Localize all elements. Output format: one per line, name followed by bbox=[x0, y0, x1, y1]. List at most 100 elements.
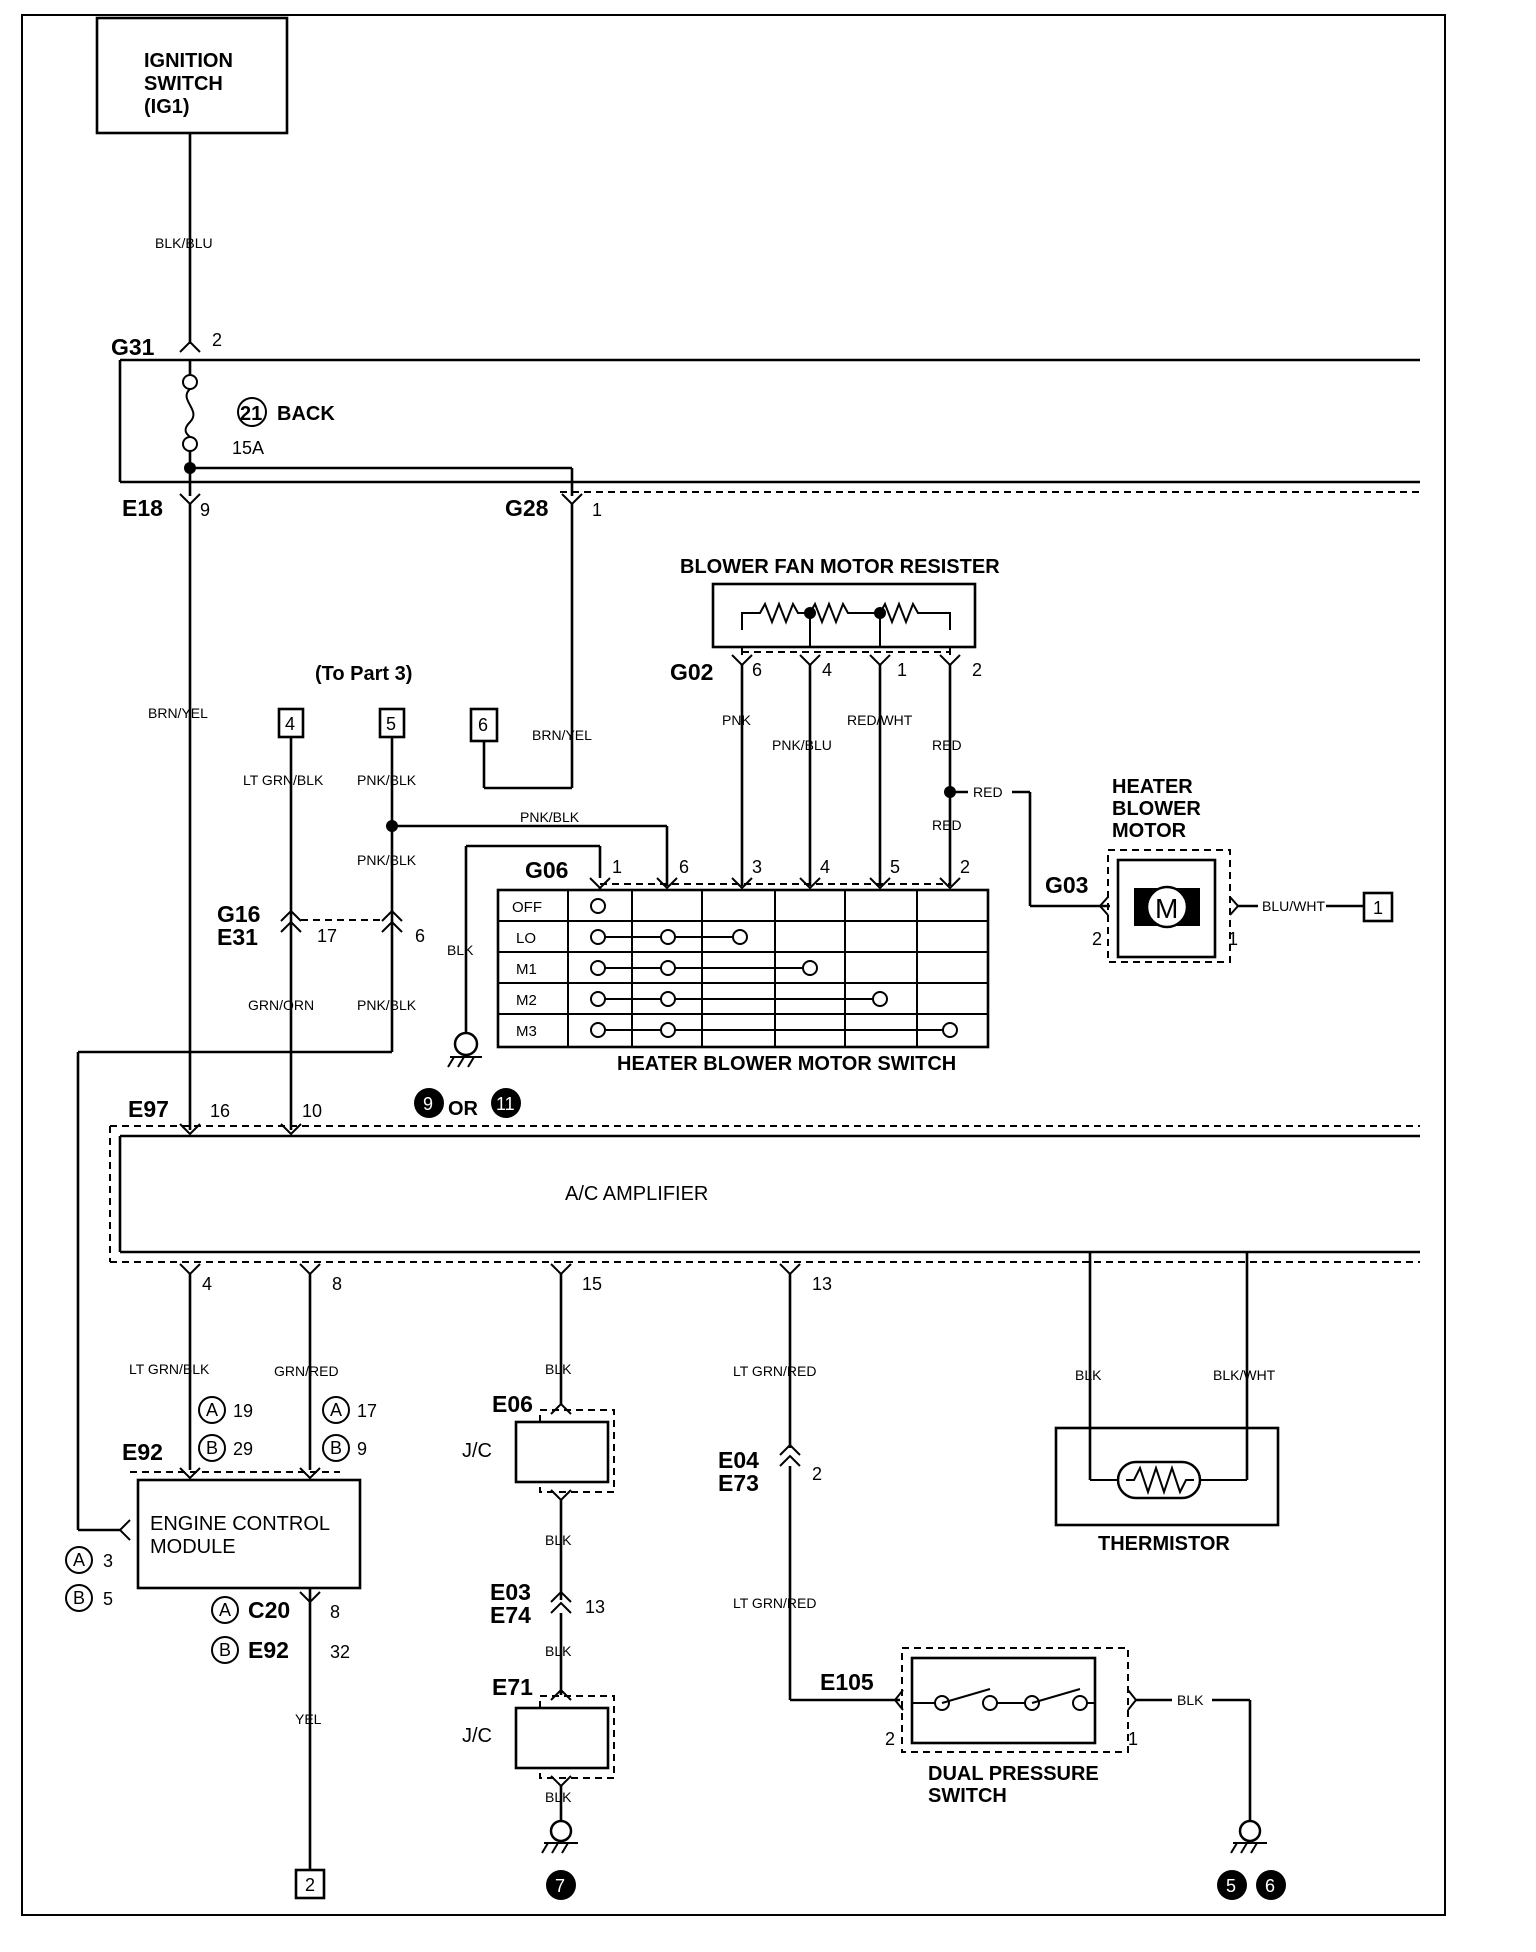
svg-text:2: 2 bbox=[972, 660, 982, 680]
terminal-2: 2 bbox=[294, 1868, 326, 1900]
svg-text:4: 4 bbox=[820, 857, 830, 877]
svg-text:LT GRN/BLK: LT GRN/BLK bbox=[243, 772, 324, 788]
terminal-4: 4 bbox=[277, 707, 305, 739]
svg-text:MOTOR: MOTOR bbox=[1112, 820, 1187, 842]
svg-text:J/C: J/C bbox=[462, 1440, 492, 1462]
connector-e04: E04 bbox=[718, 1447, 759, 1473]
svg-text:IGNITION: IGNITION bbox=[144, 50, 233, 72]
thermistor bbox=[1054, 1426, 1280, 1527]
fuse-number-circle bbox=[237, 397, 267, 427]
svg-text:RED: RED bbox=[973, 784, 1003, 800]
svg-text:4: 4 bbox=[202, 1274, 212, 1294]
svg-text:LT GRN/RED: LT GRN/RED bbox=[733, 1595, 817, 1611]
svg-text:5: 5 bbox=[103, 1589, 113, 1609]
svg-text:RED: RED bbox=[932, 817, 962, 833]
jc-upper bbox=[514, 1409, 615, 1493]
svg-text:B: B bbox=[219, 1640, 231, 1660]
svg-text:1: 1 bbox=[612, 857, 622, 877]
svg-text:SWITCH: SWITCH bbox=[144, 73, 223, 95]
svg-text:SWITCH: SWITCH bbox=[928, 1785, 1007, 1807]
switch-pos-m2: M2 bbox=[516, 992, 537, 1009]
ecm-pin-labels: A 19 B 29 A 17 B 9 bbox=[198, 1396, 377, 1462]
connector-e18: E18 bbox=[122, 495, 163, 521]
svg-text:6: 6 bbox=[478, 715, 488, 735]
svg-text:1: 1 bbox=[592, 500, 602, 520]
svg-text:19: 19 bbox=[233, 1401, 253, 1421]
terminal-5: 5 bbox=[378, 707, 406, 739]
svg-text:2: 2 bbox=[305, 1875, 315, 1895]
connector-e74: E74 bbox=[490, 1602, 531, 1628]
svg-text:BLK: BLK bbox=[1177, 1692, 1204, 1708]
svg-text:3: 3 bbox=[752, 857, 762, 877]
connector-e03: E03 bbox=[490, 1579, 531, 1605]
svg-text:BLK: BLK bbox=[545, 1532, 572, 1548]
svg-text:BLK: BLK bbox=[545, 1643, 572, 1659]
svg-text:13: 13 bbox=[585, 1597, 605, 1617]
connector-e105: E105 bbox=[820, 1669, 874, 1695]
svg-text:B: B bbox=[330, 1438, 342, 1458]
svg-text:BRN/YEL: BRN/YEL bbox=[532, 727, 592, 743]
svg-text:LT GRN/RED: LT GRN/RED bbox=[733, 1363, 817, 1379]
svg-text:2: 2 bbox=[960, 857, 970, 877]
svg-text:17: 17 bbox=[317, 926, 337, 946]
svg-text:1: 1 bbox=[1128, 1729, 1138, 1749]
connector-g02: G02 bbox=[670, 659, 713, 685]
svg-text:1: 1 bbox=[1373, 898, 1383, 918]
switch-pos-m3: M3 bbox=[516, 1023, 537, 1040]
svg-text:DUAL PRESSURE: DUAL PRESSURE bbox=[928, 1763, 1099, 1785]
connector-g16: G16 bbox=[217, 901, 260, 927]
connector-e73: E73 bbox=[718, 1470, 759, 1496]
svg-text:2: 2 bbox=[1092, 929, 1102, 949]
terminal-1: 1 bbox=[1362, 891, 1394, 923]
connector-g31: G31 bbox=[111, 334, 155, 360]
to-part-label: (To Part 3) bbox=[315, 663, 412, 685]
svg-text:MODULE: MODULE bbox=[150, 1536, 236, 1558]
svg-text:PNK/BLK: PNK/BLK bbox=[357, 852, 417, 868]
svg-text:4: 4 bbox=[822, 660, 832, 680]
wire-label: BLK/BLU bbox=[155, 235, 213, 251]
ground-9-or-11: 9 OR 11 bbox=[414, 1088, 521, 1120]
svg-text:PNK/BLK: PNK/BLK bbox=[357, 772, 417, 788]
svg-text:17: 17 bbox=[357, 1401, 377, 1421]
svg-text:15: 15 bbox=[582, 1274, 602, 1294]
svg-text:BACK: BACK bbox=[277, 403, 335, 425]
svg-text:PNK: PNK bbox=[722, 712, 751, 728]
svg-text:GRN/ORN: GRN/ORN bbox=[248, 997, 314, 1013]
connector-g28: G28 bbox=[505, 495, 549, 521]
svg-text:11: 11 bbox=[496, 1094, 515, 1114]
fuse-block: 21 BACK 15A bbox=[118, 358, 1420, 496]
svg-text:BLU/WHT: BLU/WHT bbox=[1262, 898, 1325, 914]
svg-text:6: 6 bbox=[415, 926, 425, 946]
svg-text:A: A bbox=[330, 1400, 342, 1420]
svg-text:15A: 15A bbox=[232, 438, 264, 458]
ignition-switch: IGNITION SWITCH (IG1) bbox=[95, 16, 289, 135]
svg-text:ENGINE CONTROL: ENGINE CONTROL bbox=[150, 1513, 330, 1535]
ac-amplifier: A/C AMPLIFIER bbox=[109, 1125, 1420, 1263]
svg-text:21: 21 bbox=[240, 403, 262, 425]
svg-text:1: 1 bbox=[1228, 929, 1238, 949]
page-frame bbox=[21, 14, 1446, 1916]
motor-symbol: M bbox=[1155, 893, 1178, 924]
svg-text:32: 32 bbox=[330, 1642, 350, 1662]
svg-text:4: 4 bbox=[285, 714, 295, 734]
svg-text:BLK: BLK bbox=[545, 1789, 572, 1805]
switch-pos-m1: M1 bbox=[516, 961, 537, 978]
ecm-bottom-connectors: A C20 8 B E92 32 bbox=[211, 1596, 350, 1664]
svg-text:YEL: YEL bbox=[295, 1711, 322, 1727]
svg-text:PNK/BLK: PNK/BLK bbox=[520, 809, 580, 825]
svg-text:A: A bbox=[219, 1600, 231, 1620]
svg-text:9: 9 bbox=[423, 1094, 433, 1114]
svg-text:LT GRN/BLK: LT GRN/BLK bbox=[129, 1361, 210, 1377]
svg-text:BLK/WHT: BLK/WHT bbox=[1213, 1367, 1276, 1383]
svg-text:(IG1): (IG1) bbox=[144, 96, 190, 118]
svg-text:RED/WHT: RED/WHT bbox=[847, 712, 913, 728]
blower-fan-motor-resister bbox=[711, 582, 977, 649]
connector-e71: E71 bbox=[492, 1674, 533, 1700]
switch-table: OFF LO M1 M2 M3 bbox=[496, 888, 990, 1049]
resister-title: BLOWER FAN MOTOR RESISTER bbox=[680, 556, 1000, 578]
svg-text:A/C AMPLIFIER: A/C AMPLIFIER bbox=[565, 1183, 708, 1205]
svg-text:BLK: BLK bbox=[1075, 1367, 1102, 1383]
svg-text:5: 5 bbox=[386, 714, 396, 734]
svg-text:9: 9 bbox=[357, 1439, 367, 1459]
